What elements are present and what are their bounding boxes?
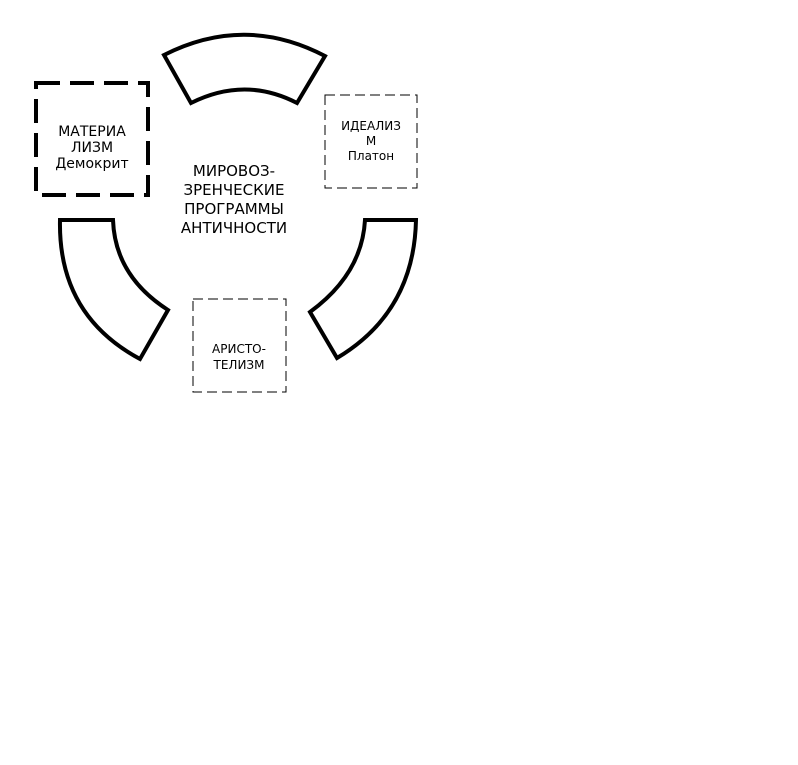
arc-segment-top bbox=[161, 32, 328, 106]
aristotelism-label: АРИСТО- ТЕЛИЗМ bbox=[193, 341, 285, 373]
idealism-label: ИДЕАЛИЗ М Платон bbox=[326, 119, 416, 164]
idealism-label-line: М bbox=[365, 134, 377, 148]
materialism-label-line: МАТЕРИА bbox=[58, 124, 126, 140]
arc-segment-right bbox=[307, 218, 419, 361]
idealism-label-line: Платон bbox=[347, 149, 395, 163]
center-title-line: ЗРЕНЧЕСКИЕ bbox=[183, 181, 285, 199]
materialism-label: МАТЕРИА ЛИЗМ Демокрит bbox=[36, 124, 148, 172]
materialism-box bbox=[34, 81, 150, 197]
center-title-line: МИРОВОЗ- bbox=[192, 162, 276, 180]
center-title-line: ПРОГРАММЫ bbox=[184, 200, 284, 218]
center-title: МИРОВОЗ- ЗРЕНЧЕСКИЕ ПРОГРАММЫ АНТИЧНОСТИ bbox=[160, 162, 308, 238]
materialism-label-line: ЛИЗМ bbox=[70, 140, 114, 156]
idealism-label-line: ИДЕАЛИЗ bbox=[341, 119, 401, 133]
aristotelism-label-line: ТЕЛИЗМ bbox=[213, 358, 265, 372]
aristotelism-box bbox=[192, 298, 287, 393]
idealism-box bbox=[324, 94, 418, 189]
materialism-label-line: Демокрит bbox=[55, 156, 129, 172]
arc-segment-left bbox=[57, 218, 171, 362]
aristotelism-label-line: АРИСТО- bbox=[212, 342, 266, 356]
center-title-line: АНТИЧНОСТИ bbox=[180, 219, 288, 237]
